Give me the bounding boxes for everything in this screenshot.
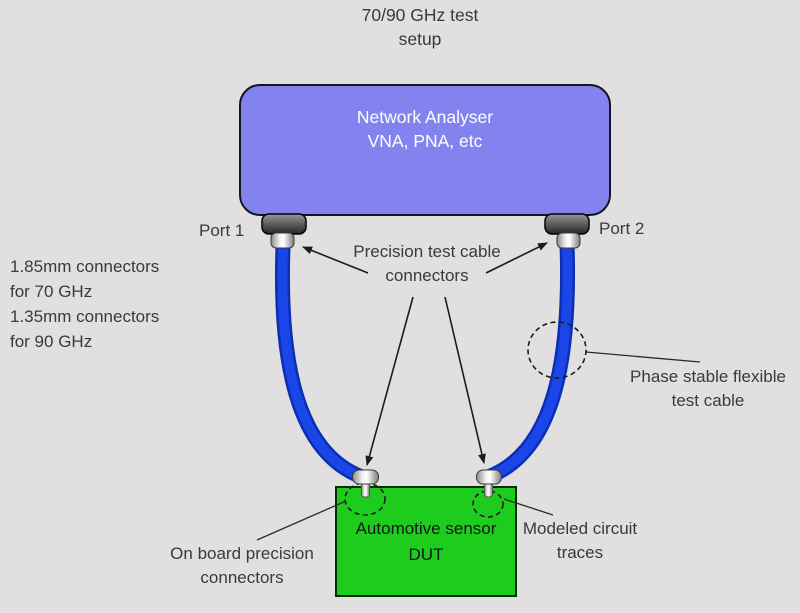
- phase-cable-leader-line: [585, 351, 701, 363]
- right-dut-connector-cap: [476, 469, 502, 485]
- onboard-connectors-leader-line: [256, 500, 347, 541]
- modeled-traces-note: Modeled circuit traces: [522, 519, 638, 562]
- network-analyser-label: Network Analyser VNA, PNA, etc: [356, 107, 494, 151]
- dut-box: [335, 486, 517, 597]
- arrow-to-port2-connector: [485, 242, 548, 274]
- connector-sizes-note: 1.85mm connectors for 70 GHz 1.35mm conn…: [10, 257, 160, 351]
- port1-precision-nut: [270, 232, 295, 249]
- left-dut-connector-highlight-circle: [344, 482, 386, 516]
- port2-precision-nut: [556, 232, 581, 249]
- arrow-to-port1-connector: [302, 246, 369, 274]
- diagram-title: 70/90 GHz test setup: [361, 5, 479, 49]
- dut-label: Automotive sensor DUT: [355, 519, 497, 564]
- right-cable: [486, 243, 573, 482]
- port1-connector-block: [261, 213, 307, 235]
- port2-label: Port 2: [599, 219, 645, 238]
- phase-cable-highlight-circle: [527, 321, 587, 379]
- onboard-connectors-note: On board precision connectors: [170, 544, 314, 587]
- arrow-to-right-dut-connector: [444, 296, 486, 464]
- precision-connectors-note: Precision test cable connectors: [353, 242, 501, 285]
- phase-cable-note: Phase stable flexible test cable: [630, 367, 786, 410]
- port1-label: Port 1: [199, 221, 245, 240]
- port2-connector-block: [544, 213, 590, 235]
- left-cable: [277, 246, 364, 482]
- left-dut-connector-cap: [352, 469, 379, 485]
- network-analyser-box: [239, 84, 611, 216]
- modeled-traces-leader-line: [503, 498, 554, 516]
- arrow-to-left-dut-connector: [365, 296, 414, 466]
- right-dut-connector-highlight-circle: [472, 490, 504, 518]
